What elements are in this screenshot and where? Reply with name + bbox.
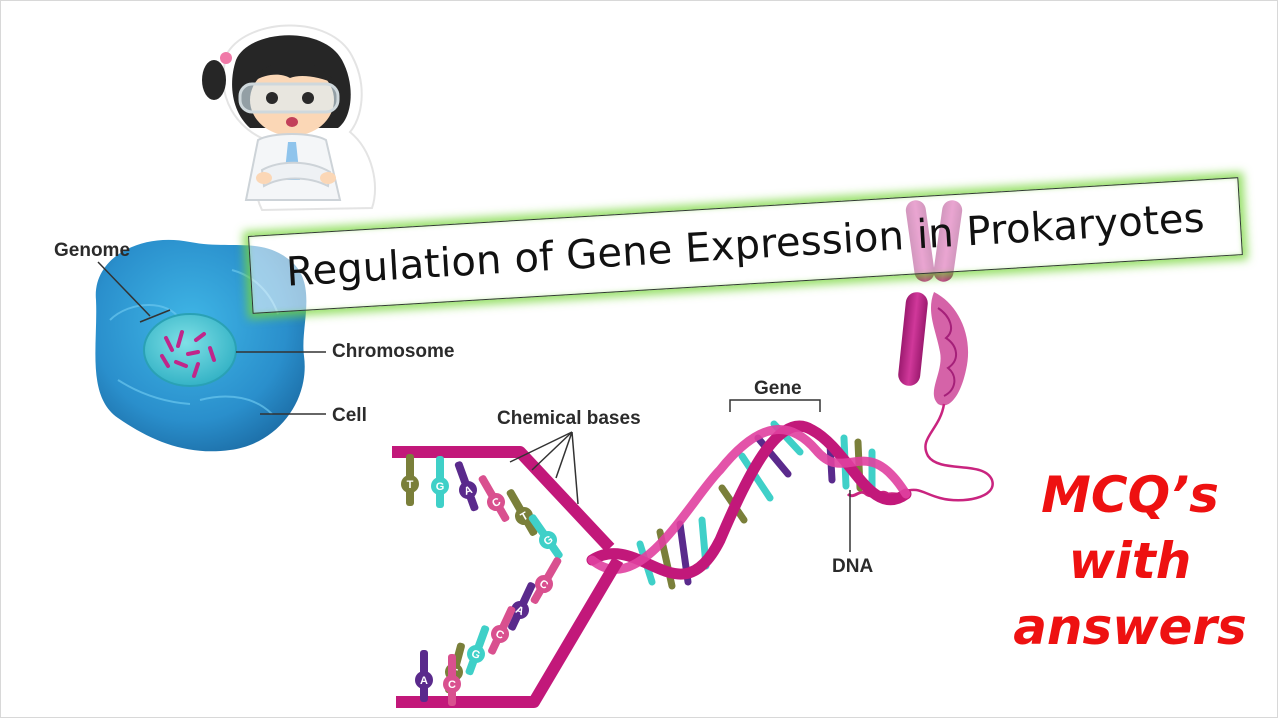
chemical-base: G [528,514,563,560]
cell-leader-lines [97,261,326,415]
label-cell: Cell [332,405,367,426]
callout-line-2: with [1068,532,1192,590]
label-chromosome: Chromosome [332,341,455,362]
chemical-base: T [401,454,419,506]
chemical-base: C [530,557,562,604]
callout-line-1: MCQ’s [1041,466,1219,524]
callout-line-3: answers [1013,598,1247,656]
label-dna: DNA [832,556,874,577]
chemical-base: G [431,456,449,508]
label-gene: Gene [754,378,802,399]
chemical-bases: TGACTGCACGTAC [401,454,563,706]
dna-helix [392,420,912,708]
scientist-girl-icon [202,24,376,212]
base-letter: A [463,484,475,498]
base-letter: C [448,679,456,691]
label-chemical-bases: Chemical bases [497,408,641,429]
chemical-base: C [443,654,461,706]
chemical-base: A [415,650,433,702]
label-genome: Genome [54,240,131,261]
base-letter: G [470,648,482,662]
helix-leader-lines [509,399,851,552]
base-letter: T [407,479,414,491]
chemical-base: T [506,489,538,536]
base-letter: A [420,675,428,687]
chemical-base: C [478,475,510,522]
chemical-base: G [465,625,490,676]
mcq-callout: MCQ’s with answers [1010,462,1250,660]
base-letter: G [436,481,445,493]
chemical-base: C [488,606,516,655]
chemical-base: A [454,461,479,512]
chemical-base: A [508,582,536,631]
